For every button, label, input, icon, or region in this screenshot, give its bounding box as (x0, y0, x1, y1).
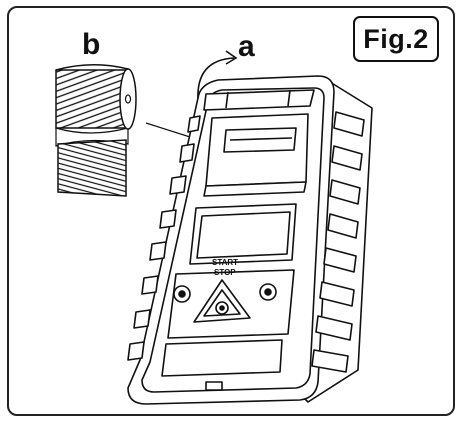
figure-label: Fig.2 (363, 23, 429, 54)
paper-roll-icon (55, 64, 137, 197)
callout-a: a (238, 30, 255, 63)
callout-b: b (82, 28, 101, 61)
curved-arrow-icon (197, 50, 238, 101)
start-label: START (212, 258, 238, 267)
figure-frame (7, 6, 455, 416)
figure-badge: Fig.2 (353, 16, 439, 62)
leader-line (145, 122, 191, 138)
stop-label: STOP (214, 268, 236, 277)
handheld-printer-icon (127, 75, 373, 405)
